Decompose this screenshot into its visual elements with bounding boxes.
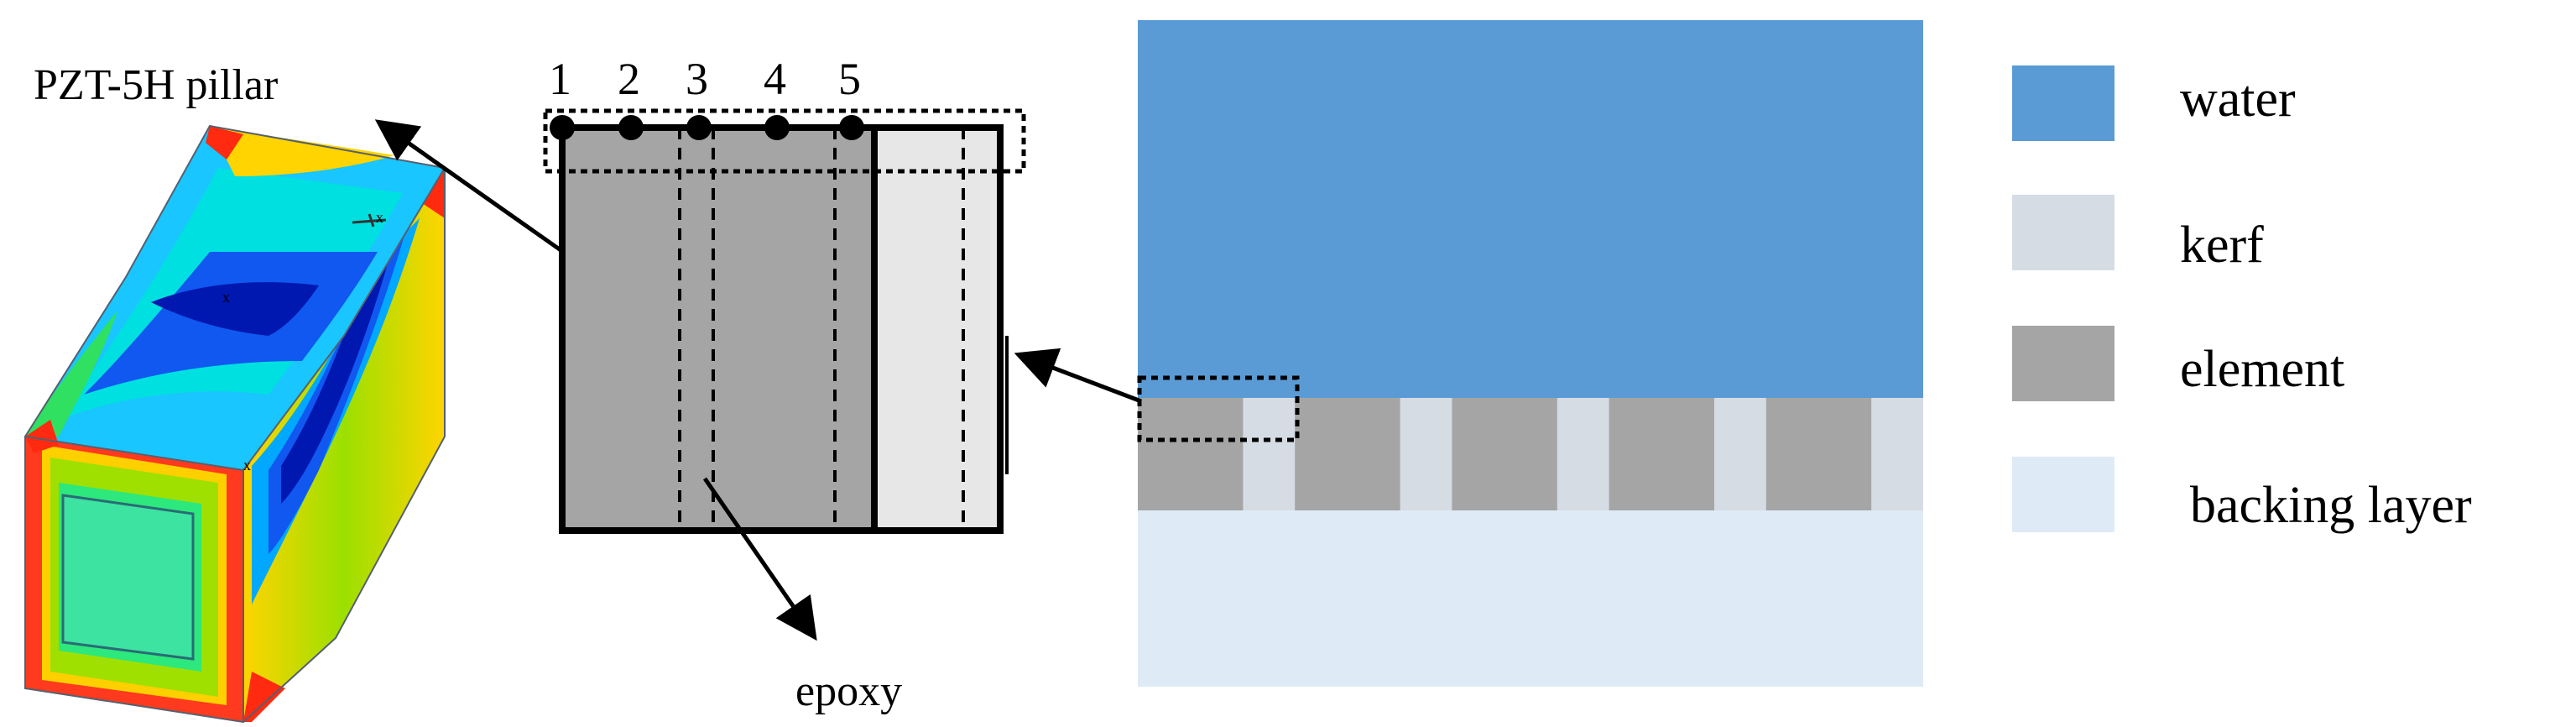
element-4 xyxy=(1609,398,1714,510)
pillar-edges xyxy=(24,124,446,724)
pillar-corner-mark-x1: x xyxy=(376,209,383,226)
top-surface-highlight xyxy=(543,108,1026,174)
point-4-dot xyxy=(764,115,790,140)
point-label-2: 2 xyxy=(618,54,640,104)
zoom-highlight-box xyxy=(1137,375,1300,442)
pillar-corner-mark-x2: x xyxy=(243,457,251,473)
epoxy-cell xyxy=(871,124,1004,534)
cross-section: 1 2 3 4 5 xyxy=(543,54,1026,534)
legend-swatch-water xyxy=(2012,65,2115,141)
pillar-side-edge xyxy=(242,168,446,723)
legend-label-water: water xyxy=(2180,71,2296,128)
backing-layer xyxy=(1138,510,1923,687)
pillar-top-corner-red-left xyxy=(25,420,59,453)
pillar-side-contour-3 xyxy=(281,239,394,504)
pillar-top-corner-red-back xyxy=(206,126,243,160)
water-region xyxy=(1138,20,1923,398)
legend-label-kerf: kerf xyxy=(2180,217,2264,274)
element-1 xyxy=(1138,398,1244,510)
point-label-3: 3 xyxy=(686,54,708,104)
pzt-pillar-3d: x x x xyxy=(24,124,446,724)
point-5-dot xyxy=(839,115,864,140)
pillar-corner-mark-1 xyxy=(352,213,387,228)
pillar-corner-mark-x3: x xyxy=(222,289,230,306)
point-2-dot xyxy=(618,115,644,140)
point-3-dot xyxy=(686,115,712,140)
legend: water kerf element backing layer xyxy=(2012,65,2472,534)
pillar-top-contour-dark xyxy=(151,282,319,336)
pillar-side-corner-red-bottom xyxy=(243,672,285,722)
zoom-arrow xyxy=(1014,348,1142,404)
pillar-top-contour-green-left xyxy=(25,311,117,437)
point-1-dot xyxy=(550,115,575,140)
point-label-5: 5 xyxy=(838,54,861,104)
point-label-1: 1 xyxy=(549,54,571,104)
legend-swatch-kerf xyxy=(2012,195,2115,270)
legend-label-element: element xyxy=(2180,341,2344,398)
point-label-4: 4 xyxy=(764,54,786,104)
legend-label-backing-layer: backing layer xyxy=(2190,477,2472,534)
element-3 xyxy=(1452,398,1557,510)
pillar-top-contour-yellow xyxy=(210,126,394,176)
element-5 xyxy=(1765,398,1872,510)
pzt-cell xyxy=(559,124,878,534)
legend-swatch-backing-layer xyxy=(2012,457,2115,532)
element-group xyxy=(1138,398,1872,510)
element-2 xyxy=(1295,398,1400,510)
pillar-side-face xyxy=(243,168,445,722)
epoxy-arrow xyxy=(702,477,817,641)
epoxy-label: epoxy xyxy=(795,667,902,715)
legend-swatch-element xyxy=(2012,326,2115,401)
pillar-front-square xyxy=(61,494,195,661)
pillar-label: PZT-5H pillar xyxy=(34,61,278,109)
transducer-model xyxy=(1137,20,1923,687)
